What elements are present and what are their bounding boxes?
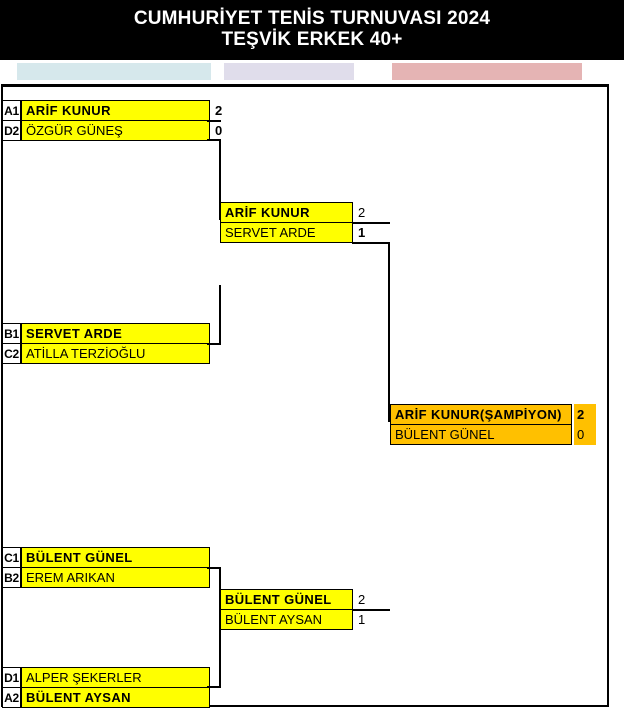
bracket-connector: [207, 120, 221, 122]
bracket-connector: [352, 222, 390, 224]
match-slot[interactable]: SERVET ARDE 1: [220, 222, 380, 243]
player-score: 2: [215, 103, 223, 118]
player-name: BÜLENT AYSAN: [21, 687, 210, 708]
player-score: [212, 667, 234, 688]
player-score: 1: [358, 225, 366, 240]
bracket-connector: [388, 242, 390, 422]
player-name: SERVET ARDE: [220, 222, 353, 243]
match-slot[interactable]: C2 ATİLLA TERZİOĞLU: [2, 343, 234, 364]
seed-label: D2: [2, 120, 21, 141]
player-name: BÜLENT GÜNEL: [390, 424, 572, 445]
tournament-title-line-1: CUMHURİYET TENİS TURNUVASI 2024: [133, 8, 491, 30]
tournament-header-banner: CUMHURİYET TENİS TURNUVASI 2024 TEŞVİK E…: [0, 0, 624, 60]
bracket-connector: [207, 567, 221, 569]
match-slot[interactable]: C1 BÜLENT GÜNEL: [2, 547, 234, 568]
match-slot[interactable]: B2 EREM ARIKAN: [2, 567, 234, 588]
match-slot[interactable]: BÜLENT GÜNEL 0: [390, 424, 596, 445]
match-slot[interactable]: A2 BÜLENT AYSAN: [2, 687, 234, 708]
player-score: [212, 567, 234, 588]
player-score: 0: [215, 123, 223, 138]
bracket-connector: [219, 140, 221, 220]
player-score: 1: [358, 612, 366, 627]
match-slot[interactable]: B1 SERVET ARDE: [2, 323, 234, 344]
tournament-title-line-2: TEŞVİK ERKEK 40+: [221, 29, 403, 50]
seed-label: B1: [2, 323, 21, 344]
player-name: BÜLENT GÜNEL: [220, 589, 353, 610]
player-name: ARİF KUNUR: [220, 202, 353, 223]
bracket-connector: [219, 285, 221, 345]
player-score: [212, 343, 234, 364]
player-name: ARİF KUNUR: [21, 100, 210, 121]
seed-label: A2: [2, 687, 21, 708]
player-score: 2: [358, 205, 366, 220]
bracket-connector: [352, 242, 390, 244]
player-name: EREM ARIKAN: [21, 567, 210, 588]
player-score: 0: [574, 424, 596, 445]
champion-name: ARİF KUNUR(ŞAMPİYON): [390, 404, 572, 425]
bracket-connector: [207, 686, 221, 688]
player-score: [212, 687, 234, 708]
player-name: ATİLLA TERZİOĞLU: [21, 343, 210, 364]
seed-label: B2: [2, 567, 21, 588]
swatch-purple: [224, 63, 354, 80]
match-slot[interactable]: ARİF KUNUR 2: [220, 202, 380, 223]
player-name: BÜLENT AYSAN: [220, 609, 353, 630]
seed-label: D1: [2, 667, 21, 688]
match-slot[interactable]: A1 ARİF KUNUR 2: [2, 100, 234, 121]
decorative-color-strip: [0, 60, 624, 82]
player-name: ALPER ŞEKERLER: [21, 667, 210, 688]
player-name: SERVET ARDE: [21, 323, 210, 344]
bracket-connector: [207, 343, 221, 345]
player-score: 2: [574, 404, 596, 425]
seed-label: C2: [2, 343, 21, 364]
bracket-connector: [207, 139, 221, 141]
seed-label: C1: [2, 547, 21, 568]
bracket-connector: [352, 609, 390, 611]
match-slot[interactable]: BÜLENT GÜNEL 2: [220, 589, 380, 610]
player-name: ÖZGÜR GÜNEŞ: [21, 120, 210, 141]
seed-label: A1: [2, 100, 21, 121]
player-score: [212, 323, 234, 344]
match-slot[interactable]: BÜLENT AYSAN 1: [220, 609, 380, 630]
swatch-pink: [392, 63, 582, 80]
player-score: 2: [358, 592, 366, 607]
match-slot[interactable]: ARİF KUNUR(ŞAMPİYON) 2: [390, 404, 596, 425]
swatch-blue: [17, 63, 211, 80]
match-slot[interactable]: D2 ÖZGÜR GÜNEŞ 0: [2, 120, 234, 141]
bracket-connector: [219, 567, 221, 687]
player-score: [212, 547, 234, 568]
match-slot[interactable]: D1 ALPER ŞEKERLER: [2, 667, 234, 688]
player-name: BÜLENT GÜNEL: [21, 547, 210, 568]
